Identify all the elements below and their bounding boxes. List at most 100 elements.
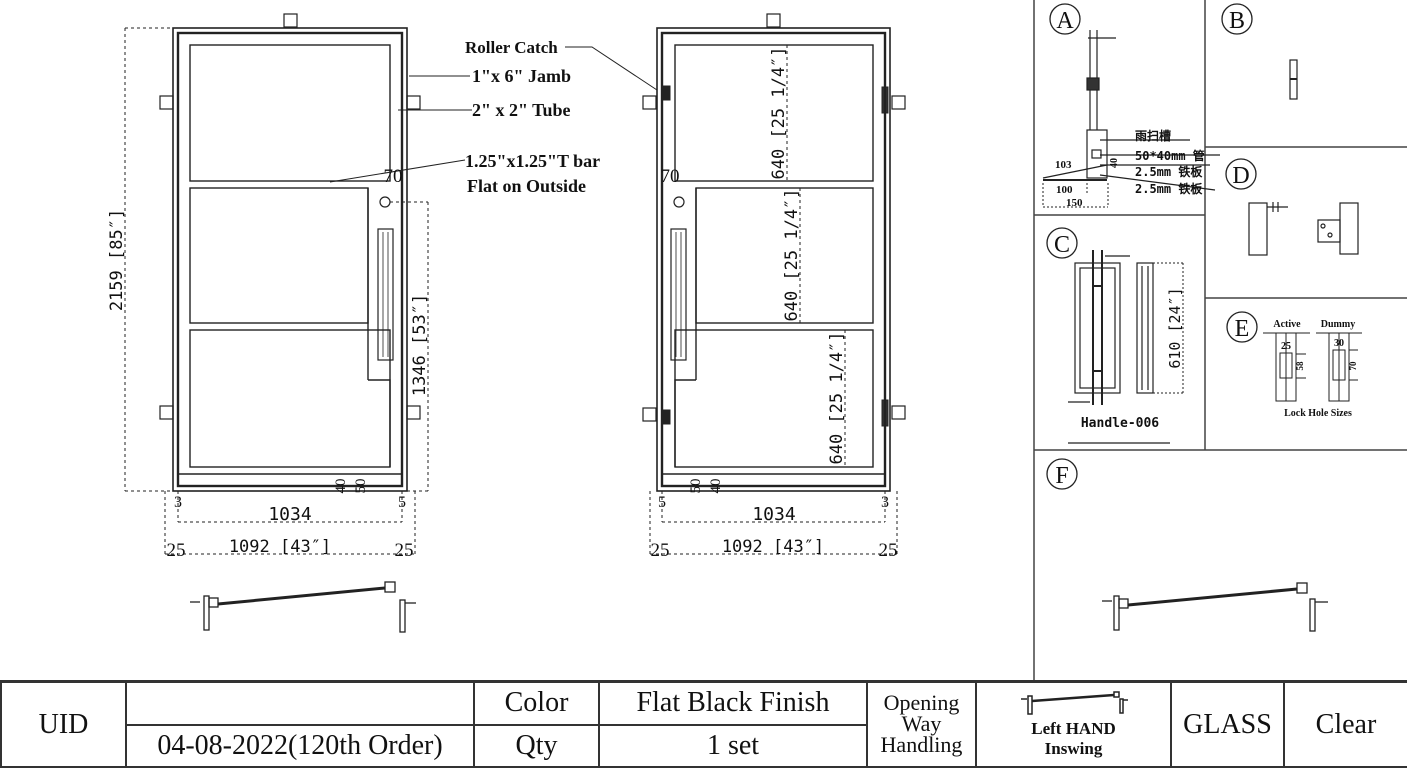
detail-a: A 雨扫槽 50*40mm 管 2.5mm 铁板 2.5mm 铁板 103 10…: [1042, 3, 1220, 209]
door-width-dim: 1034: [752, 504, 795, 525]
callouts: Roller Catch 1"x 6" Jamb 2" x 2" Tube 1.…: [465, 38, 658, 196]
handle-height-dim: 1346 [53″]: [410, 294, 430, 396]
detail-c-label: C: [1054, 232, 1070, 258]
jamb-outer: [172, 27, 408, 492]
margin-left-dim: 25: [167, 540, 186, 561]
glass-pane-top: [189, 44, 391, 182]
dummy-height-dim: 70: [1348, 361, 1358, 371]
color-value: Flat Black Finish: [598, 679, 868, 726]
detail-a-label: A: [1056, 8, 1074, 34]
title-block: UID Color Flat Black Finish Opening Way …: [0, 679, 1407, 768]
handle: [377, 228, 394, 361]
glass-pane-bottom: [189, 329, 391, 468]
swing-label: Inswing: [1044, 738, 1103, 758]
overall-height-dim: 2159 [85″]: [107, 209, 127, 311]
detail-b: B: [1221, 3, 1298, 100]
bracket: [283, 13, 298, 28]
tbar-label: 1.25"x1.25"T bar: [465, 151, 600, 171]
bracket: [642, 407, 657, 422]
jamb-label: 1"x 6" Jamb: [472, 66, 571, 86]
uid-label: UID: [0, 680, 127, 768]
active-width-dim: 25: [1281, 341, 1291, 352]
frame-width-dim: 1092 [43″]: [722, 537, 824, 557]
uid-value: [125, 679, 475, 726]
jamb-inner: [660, 31, 887, 488]
detail-a-note-3: 2.5mm 铁板: [1135, 164, 1203, 179]
detail-d: D: [1225, 158, 1359, 256]
lock-cylinder: [379, 196, 391, 208]
bottom-catch: [661, 409, 671, 425]
bracket: [159, 95, 174, 110]
bracket: [159, 405, 174, 420]
tube-label: 2" x 2" Tube: [472, 100, 571, 120]
gap-left-dim: 5: [658, 494, 666, 511]
bracket: [642, 95, 657, 110]
detail-c: C 610 [24″] Handle-006: [1046, 227, 1184, 444]
detail-e-label: E: [1235, 316, 1250, 342]
bracket: [766, 13, 781, 28]
roller-catch: [661, 85, 671, 101]
detail-e: E Active Dummy 25 30 58 70 Lock Hole Siz…: [1226, 311, 1362, 419]
order-date: 04-08-2022(120th Order): [125, 723, 475, 768]
door-shop-drawing: 2159 [85″] 1346 [53″] 70 40 50 3 5 1034 …: [107, 0, 1407, 680]
glass-label: GLASS: [1170, 680, 1285, 768]
door-swing-plan: [190, 581, 416, 633]
left-dimensions: 2159 [85″] 1346 [53″] 70 40 50 3 5 1034 …: [107, 166, 430, 561]
detail-a-dim-40: 40: [1109, 158, 1120, 168]
dummy-width-dim: 30: [1334, 338, 1344, 349]
lock-hole-caption: Lock Hole Sizes: [1284, 408, 1352, 419]
swing-symbol-icon: [1020, 691, 1128, 715]
detail-a-dim-100: 100: [1056, 184, 1073, 196]
detail-grid: [1033, 0, 1407, 680]
handle-model-name: Handle-006: [1081, 416, 1159, 431]
qty-label: Qty: [473, 723, 600, 768]
opening-way-value: Left HAND Inswing: [975, 680, 1172, 768]
lock-cylinder: [673, 196, 685, 208]
qty-value: 1 set: [598, 723, 868, 768]
opening-way-label: Opening Way Handling: [866, 680, 977, 768]
bracket: [891, 95, 906, 110]
left-door-elevation: [124, 13, 472, 555]
door-width-dim: 1034: [268, 504, 311, 525]
gap-right-dim: 3: [881, 494, 889, 511]
handle: [670, 228, 687, 361]
lock-offset-dim: 70: [661, 166, 680, 187]
glass-value: Clear: [1283, 680, 1407, 768]
margin-left-dim: 25: [651, 540, 670, 561]
active-height-dim: 58: [1295, 361, 1305, 371]
gap-left-dim: 3: [174, 494, 182, 511]
detail-a-note-4: 2.5mm 铁板: [1135, 181, 1203, 196]
detail-f: F: [1046, 458, 1328, 632]
detail-d-label: D: [1232, 163, 1249, 189]
bottom-rail-dim-a: 40: [333, 479, 349, 494]
glass-height-middle: 640 [25 1/4″]: [782, 188, 802, 321]
jamb-inner: [176, 31, 404, 488]
handle-length-dim: 610 [24″]: [1166, 287, 1184, 368]
bottom-rail-dim-b: 50: [353, 479, 369, 494]
active-label: Active: [1273, 319, 1301, 330]
bracket: [891, 405, 906, 420]
dummy-label: Dummy: [1321, 319, 1355, 330]
detail-a-note-2: 50*40mm 管: [1135, 148, 1205, 163]
lock-offset-dim: 70: [384, 166, 403, 187]
margin-right-dim: 25: [395, 540, 414, 561]
roller-catch-label: Roller Catch: [465, 38, 558, 57]
tbar-note: Flat on Outside: [467, 176, 586, 196]
glass-height-bottom: 640 [25 1/4″]: [827, 331, 847, 464]
detail-a-dim-150: 150: [1066, 197, 1083, 209]
bottom-rail-dim-a: 50: [688, 479, 704, 494]
glass-pane-top: [674, 44, 874, 182]
gap-right-dim: 5: [398, 494, 406, 511]
detail-a-note-1: 雨扫槽: [1135, 128, 1171, 143]
detail-b-label: B: [1229, 8, 1245, 34]
jamb-outer: [656, 27, 891, 492]
glass-height-top: 640 [25 1/4″]: [769, 46, 789, 179]
margin-right-dim: 25: [879, 540, 898, 561]
detail-f-label: F: [1055, 463, 1068, 489]
frame-width-dim: 1092 [43″]: [229, 537, 331, 557]
glass-pane-middle: [189, 187, 369, 324]
detail-a-dim-103: 103: [1055, 159, 1072, 171]
bottom-rail-dim-b: 40: [708, 479, 724, 494]
color-label: Color: [473, 679, 600, 726]
bracket: [406, 405, 421, 420]
